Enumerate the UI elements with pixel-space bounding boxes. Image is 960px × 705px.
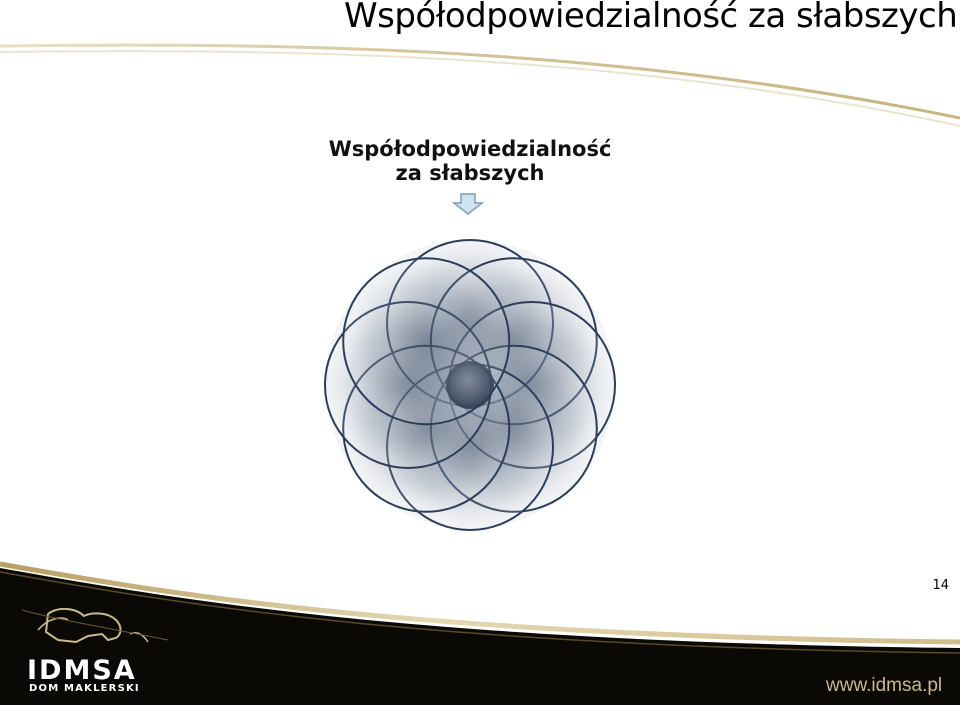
page-number: 14 bbox=[932, 578, 949, 593]
diagram-heading-line1: Współodpowiedzialność bbox=[328, 137, 612, 161]
lion-logo-icon bbox=[21, 608, 169, 644]
diagram-heading-line2: za słabszych bbox=[395, 161, 545, 185]
header-decoration bbox=[0, 43, 960, 127]
diagram-heading: Współodpowiedzialność za słabszych bbox=[300, 137, 640, 185]
footer-band bbox=[0, 561, 960, 705]
website-link[interactable]: www.idmsa.pl bbox=[826, 675, 943, 696]
down-arrow-icon bbox=[452, 193, 484, 215]
brand-subtitle: DOM MAKLERSKI bbox=[29, 683, 140, 694]
overlapping-circles-diagram bbox=[324, 239, 616, 531]
brand-name: IDMSA bbox=[27, 655, 137, 686]
slide-title: Współodpowiedzialność za słabszych bbox=[344, 0, 958, 36]
center-hub bbox=[446, 361, 494, 409]
